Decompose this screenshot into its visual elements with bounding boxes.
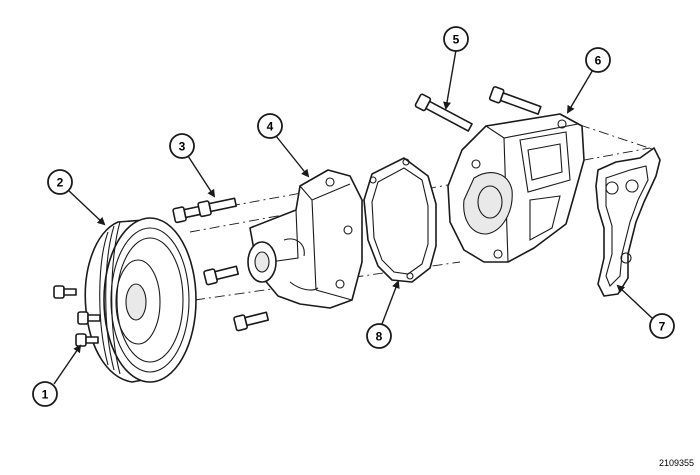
water-pump-housing bbox=[447, 113, 585, 263]
callout-1-label: 1 bbox=[42, 388, 49, 402]
callout-6: 6 bbox=[585, 47, 611, 73]
callout-7: 7 bbox=[649, 313, 675, 339]
callout-3: 3 bbox=[169, 133, 195, 159]
pulley-bolts bbox=[53, 285, 101, 347]
callout-1: 1 bbox=[32, 381, 58, 407]
callout-4-label: 4 bbox=[267, 120, 274, 134]
callout-2: 2 bbox=[47, 169, 73, 195]
callout-5: 5 bbox=[443, 26, 469, 52]
housing-gasket bbox=[595, 147, 661, 297]
callout-4: 4 bbox=[257, 113, 283, 139]
callout-6-label: 6 bbox=[595, 54, 602, 68]
callout-5-label: 5 bbox=[453, 33, 460, 47]
water-pump bbox=[247, 169, 363, 309]
figure-id: 2109355 bbox=[659, 458, 694, 468]
housing-bolts bbox=[414, 86, 542, 132]
callout-2-label: 2 bbox=[57, 176, 64, 190]
crankshaft-pulley bbox=[84, 217, 197, 383]
callout-8: 8 bbox=[366, 323, 392, 349]
leader-lines bbox=[53, 49, 653, 385]
water-pump-gasket bbox=[363, 157, 437, 283]
callout-7-label: 7 bbox=[659, 320, 666, 334]
callout-3-label: 3 bbox=[179, 140, 186, 154]
water-pump-bolts bbox=[172, 197, 270, 332]
callout-8-label: 8 bbox=[376, 330, 383, 344]
